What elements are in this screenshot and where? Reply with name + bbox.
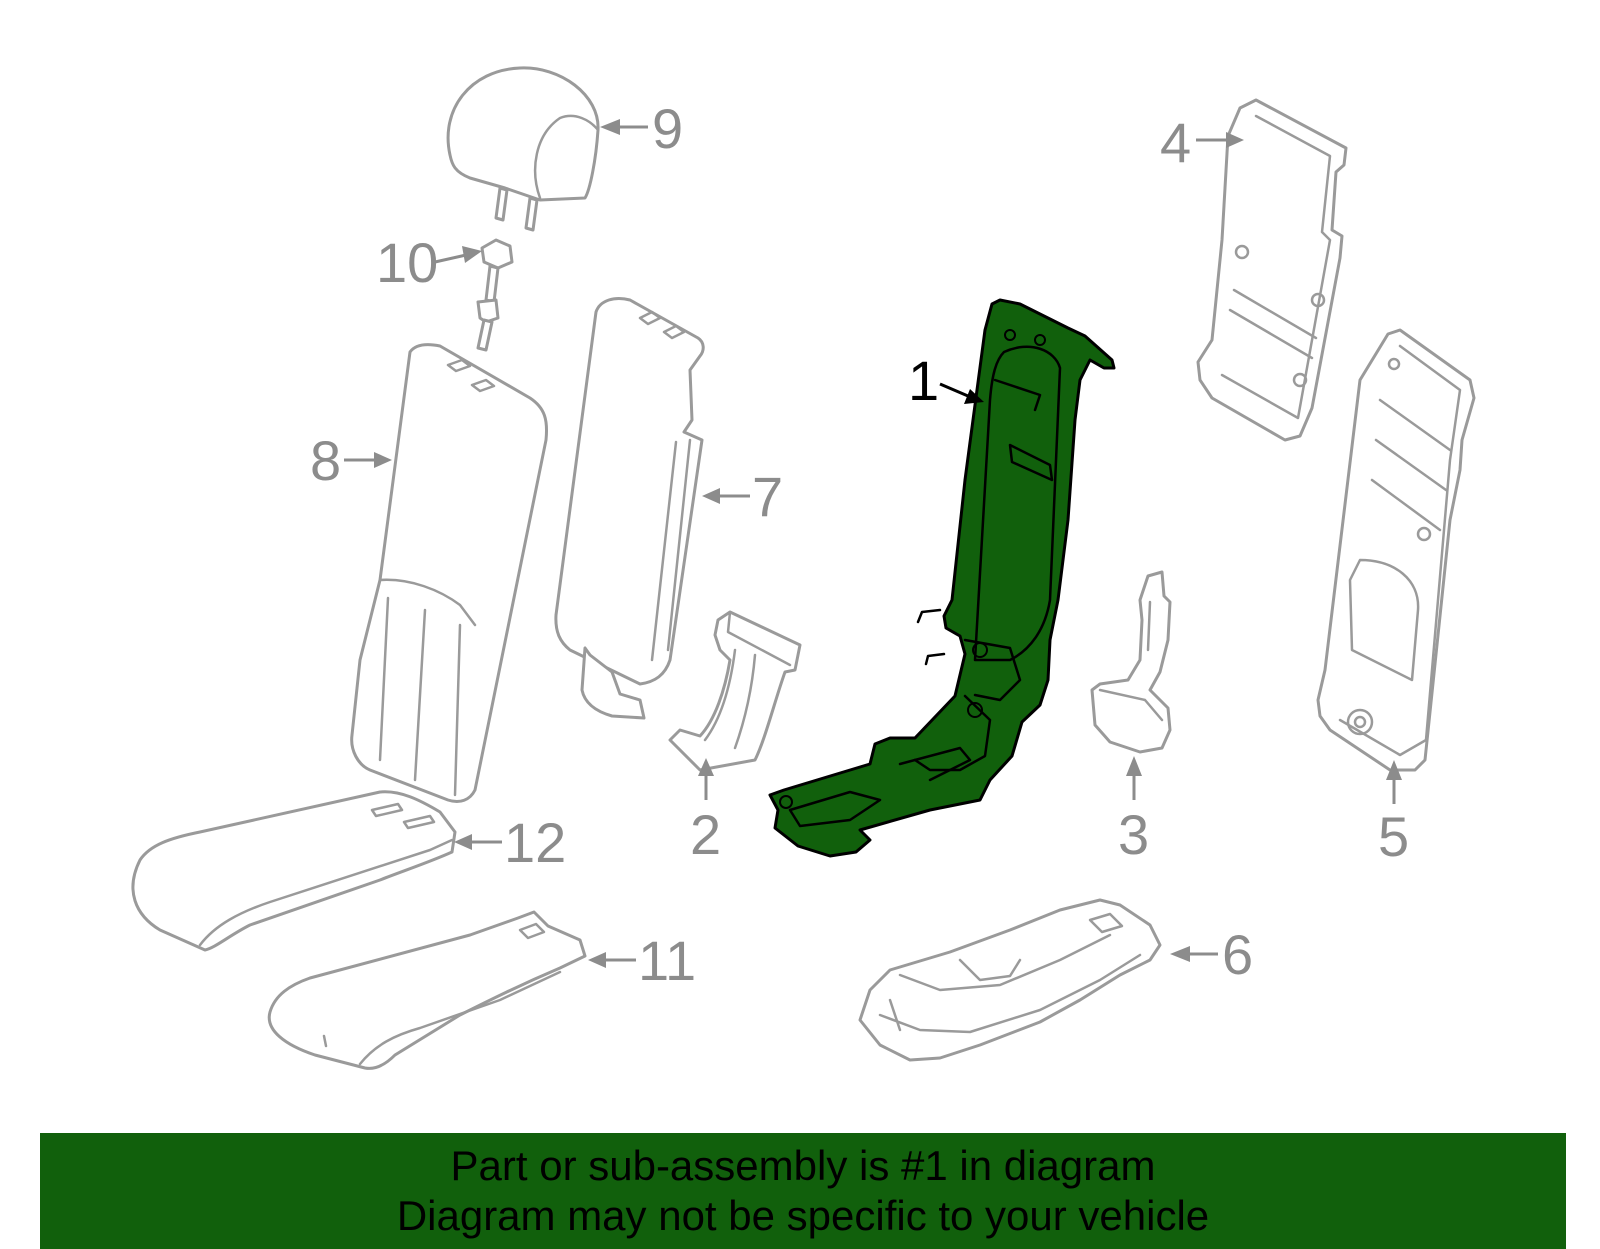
callout-5-label: 5 xyxy=(1378,805,1409,868)
callout-12-arrow xyxy=(454,834,502,850)
callout-4-arrow xyxy=(1196,132,1244,148)
part-3-trim[interactable] xyxy=(1090,570,1172,754)
callout-2-label: 2 xyxy=(690,803,721,866)
callout-6-arrow xyxy=(1170,946,1218,962)
callout-8-arrow xyxy=(344,452,392,468)
part-6-seat-pan[interactable] xyxy=(858,898,1162,1062)
part-4-side-panel[interactable] xyxy=(1196,98,1348,442)
part-9-headrest[interactable] xyxy=(446,66,600,232)
part-12-seat-cushion[interactable] xyxy=(131,790,457,952)
callout-7-label: 7 xyxy=(752,465,783,528)
callout-3-arrow xyxy=(1126,756,1142,800)
callout-11-arrow xyxy=(588,952,636,968)
callout-9-label: 9 xyxy=(652,97,683,160)
callout-7-arrow xyxy=(702,488,750,504)
part-11-cushion-pad[interactable] xyxy=(267,910,587,1070)
parts-diagram: 1 2 3 4 5 6 7 8 9 10 11 12 xyxy=(131,66,1476,1070)
callout-6-label: 6 xyxy=(1222,923,1253,986)
callout-10-label: 10 xyxy=(376,231,438,294)
part-7-back-pad[interactable] xyxy=(554,297,705,720)
callout-10-arrow xyxy=(434,246,482,264)
part-5-rear-panel[interactable] xyxy=(1316,328,1476,772)
callout-5-arrow xyxy=(1386,760,1402,804)
callout-11-label: 11 xyxy=(638,929,696,992)
info-banner: Part or sub-assembly is #1 in diagram Di… xyxy=(40,1133,1566,1249)
part-2-bracket[interactable] xyxy=(668,610,802,772)
banner-line-2: Diagram may not be specific to your vehi… xyxy=(396,1192,1210,1239)
callout-12-label: 12 xyxy=(504,811,566,874)
part-1-seat-frame-highlighted[interactable] xyxy=(768,298,1116,858)
part-8-seat-back[interactable] xyxy=(350,343,549,804)
callout-1-arrow xyxy=(939,382,984,404)
banner-line-1: Part or sub-assembly is #1 in diagram xyxy=(450,1142,1156,1189)
callout-9-arrow xyxy=(600,119,648,135)
part-10-headrest-guide[interactable] xyxy=(476,238,514,352)
callout-2-arrow xyxy=(698,758,714,800)
callout-1-label: 1 xyxy=(908,349,939,412)
callout-8-label: 8 xyxy=(310,429,341,492)
callout-4-label: 4 xyxy=(1160,111,1191,174)
callout-3-label: 3 xyxy=(1118,803,1149,866)
